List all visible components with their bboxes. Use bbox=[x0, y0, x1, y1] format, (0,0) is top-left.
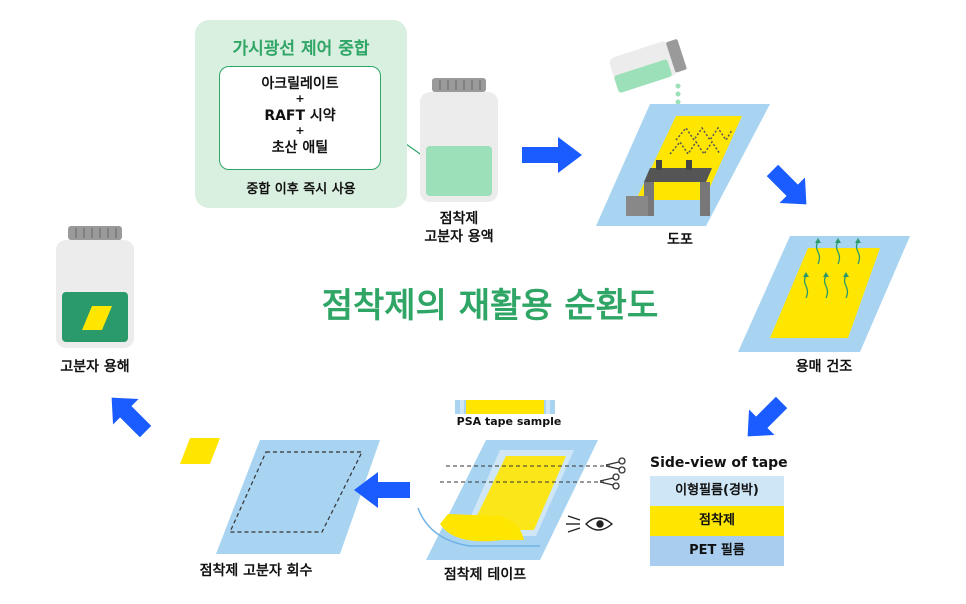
scissors-icon bbox=[599, 473, 620, 490]
arrow-to-side-view bbox=[747, 396, 788, 437]
arrow-to-drying bbox=[766, 164, 807, 205]
applicator-icon bbox=[626, 160, 712, 216]
plus-sign: + bbox=[295, 92, 305, 105]
plus-sign: + bbox=[295, 124, 305, 137]
recovery-film bbox=[180, 438, 380, 554]
polymerization-title: 가시광선 제어 중합 bbox=[232, 39, 370, 59]
layer-adhesive: 점착제 bbox=[650, 506, 784, 536]
dissolution-label: 고분자 용해 bbox=[60, 359, 130, 375]
recovery-label: 점착제 고분자 회수 bbox=[199, 563, 313, 579]
dissolution-bottle-icon bbox=[56, 226, 134, 348]
psa-sample-label: PSA tape sample bbox=[456, 415, 562, 428]
coating-label: 도포 bbox=[667, 232, 693, 248]
drying-label: 용매 건조 bbox=[795, 359, 853, 375]
diagram-title: 점착제의 재활용 순환도 bbox=[321, 286, 659, 326]
arrow-to-coating bbox=[522, 137, 582, 173]
polymerization-footer: 중합 이후 즉시 사용 bbox=[246, 182, 356, 197]
ingredients-box: 아크릴레이트 + RAFT 시약 + 초산 애틸 bbox=[219, 66, 381, 170]
solution-label-line1: 점착제 bbox=[439, 211, 479, 227]
psa-tape-strip bbox=[455, 400, 555, 414]
ingredient-ethyl-acetate: 초산 애틸 bbox=[271, 140, 329, 156]
side-view-title: Side-view of tape bbox=[650, 455, 788, 471]
solution-label-line2: 고분자 용액 bbox=[424, 229, 494, 245]
pouring-bottle-icon bbox=[609, 39, 687, 105]
layer-release-film: 이형필름(경박) bbox=[650, 476, 784, 506]
ingredient-acrylate: 아크릴레이트 bbox=[261, 76, 339, 92]
polymerization-panel: 가시광선 제어 중합 아크릴레이트 + RAFT 시약 + 초산 애틸 중합 이… bbox=[195, 20, 407, 208]
ingredient-raft: RAFT 시약 bbox=[264, 108, 336, 124]
coating-film bbox=[596, 104, 770, 226]
drying-film bbox=[738, 236, 910, 352]
arrow-to-recovery bbox=[354, 472, 410, 508]
tape-sample bbox=[417, 440, 610, 560]
solution-bottle-icon bbox=[420, 78, 498, 202]
tape-label: 점착제 테이프 bbox=[443, 567, 527, 583]
layer-pet-film: PET 필름 bbox=[650, 536, 784, 566]
eye-icon bbox=[566, 515, 614, 533]
arrow-to-dissolution bbox=[111, 397, 152, 438]
scissors-icon bbox=[605, 457, 626, 474]
